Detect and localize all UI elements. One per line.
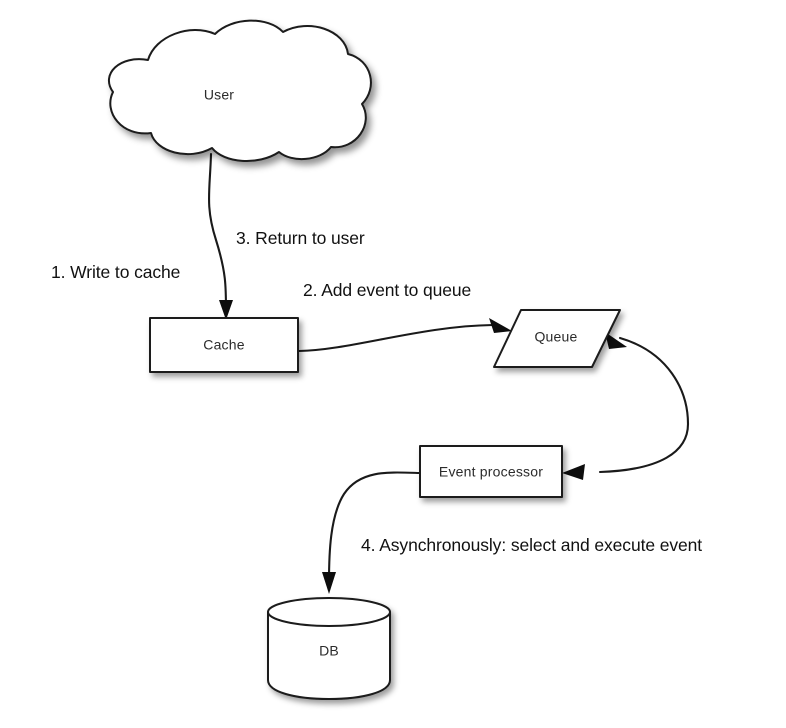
edge-queue-event-processor [562, 332, 690, 480]
node-user[interactable]: User [107, 19, 372, 163]
node-db[interactable]: DB [267, 597, 391, 700]
node-db-label: DB [319, 643, 339, 659]
node-user-label: User [204, 87, 234, 103]
edge-cache-to-queue [297, 318, 512, 353]
node-cache-label: Cache [203, 337, 244, 353]
node-cache[interactable]: Cache [149, 317, 299, 373]
step-label-2: 2. Add event to queue [303, 280, 471, 300]
edge-user-to-cache [207, 152, 233, 320]
node-queue-label: Queue [534, 329, 577, 345]
step-label-1: 1. Write to cache [51, 262, 180, 282]
node-event-processor[interactable]: Event processor [419, 445, 563, 498]
node-queue[interactable]: Queue [493, 309, 621, 368]
edge-event-processor-to-db [322, 471, 421, 594]
step-label-3: 3. Return to user [236, 228, 365, 248]
step-label-4: 4. Asynchronously: select and execute ev… [361, 535, 702, 555]
node-event-processor-label: Event processor [439, 464, 543, 480]
